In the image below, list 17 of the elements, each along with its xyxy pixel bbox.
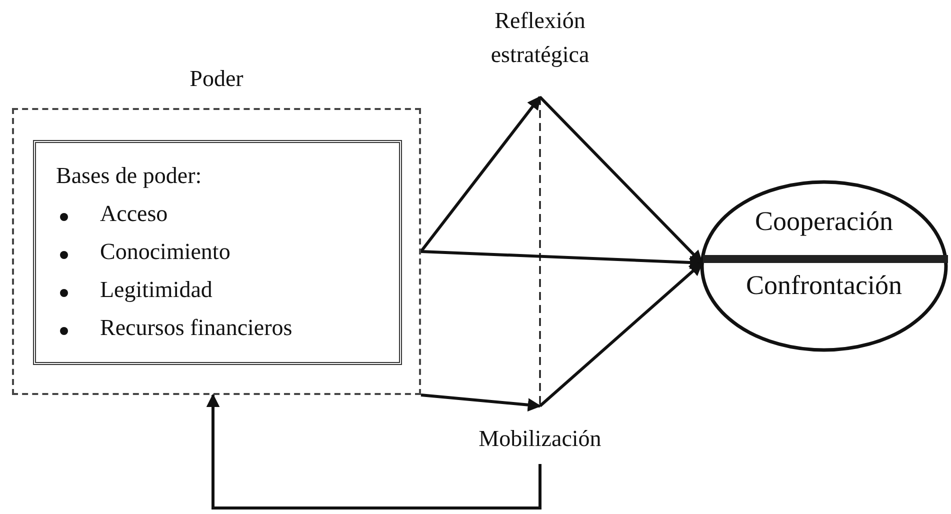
- list-item: Acceso: [100, 201, 168, 227]
- list-item: Conocimiento: [100, 239, 230, 265]
- group-heading: Poder: [188, 66, 244, 92]
- list-box: [33, 140, 402, 365]
- list-heading: Bases de poder:: [56, 163, 202, 189]
- vertex-text: Mobilización: [478, 426, 602, 452]
- vertex-text: Reflexión estratégica: [490, 7, 590, 69]
- arrow: [420, 96, 542, 252]
- list-item: Recursos financieros: [100, 315, 292, 341]
- list-item: Legitimidad: [100, 277, 212, 303]
- outcome-text: Cooperación: [754, 206, 894, 237]
- outcome-text: Confrontación: [745, 270, 903, 301]
- arrow: [420, 394, 542, 412]
- arrow: [538, 96, 704, 264]
- dashed-line: [539, 97, 541, 406]
- arrow: [206, 394, 542, 510]
- arrow: [539, 262, 703, 408]
